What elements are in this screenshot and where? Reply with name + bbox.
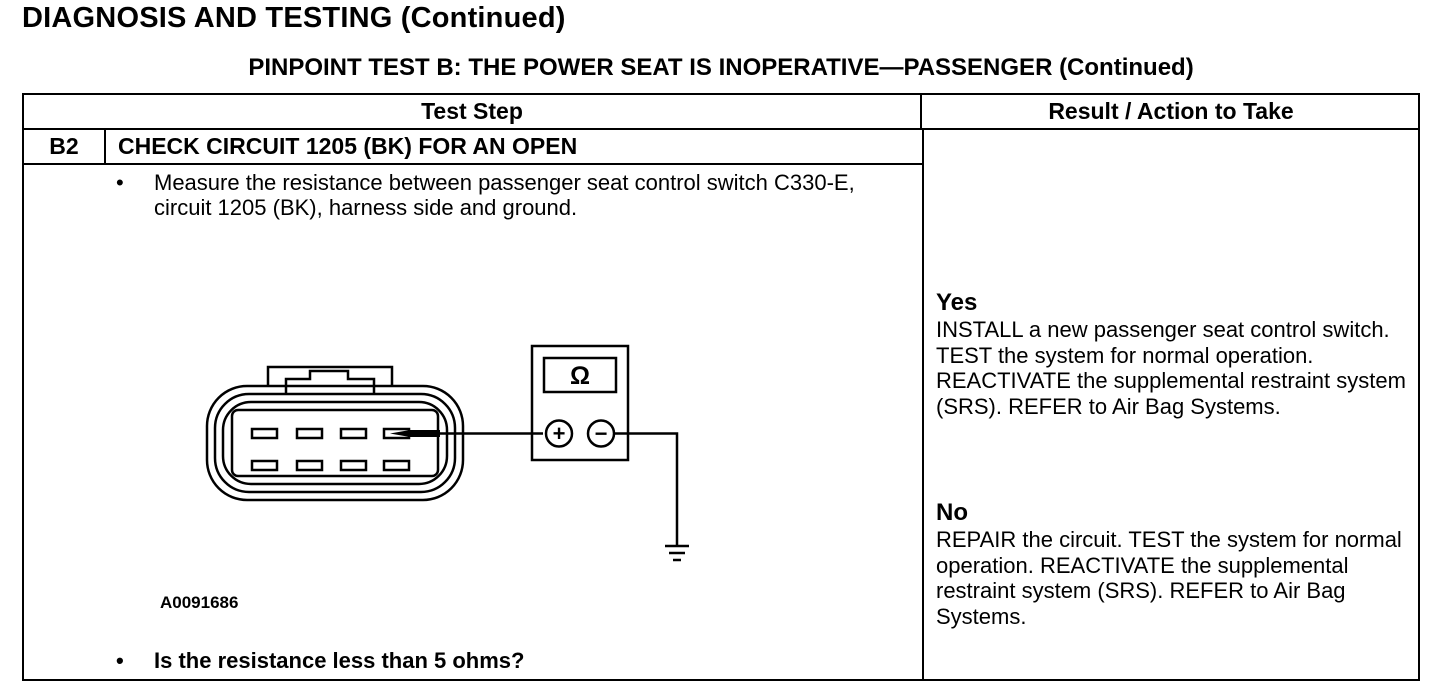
result-yes-label: Yes <box>936 289 978 316</box>
ground-lead <box>614 432 679 546</box>
pin-cavity <box>339 427 368 440</box>
pin-cavity <box>250 459 279 472</box>
connector-shell-ring <box>213 392 457 494</box>
ohmmeter-body <box>530 344 630 462</box>
step-title: CHECK CIRCUIT 1205 (BK) FOR AN OPEN <box>118 133 578 159</box>
connector-cavity-area <box>230 408 440 478</box>
pin-cavity <box>339 459 368 472</box>
question-text: Is the resistance less than 5 ohms? <box>154 648 525 673</box>
bullet-icon: • <box>116 170 124 195</box>
connector-shell-inner <box>221 400 449 486</box>
figure-id: A0091686 <box>160 593 239 612</box>
connector-latch <box>266 365 394 387</box>
ground-symbol-icon <box>665 544 689 562</box>
header-test-step: Test Step <box>24 95 922 130</box>
connector-outer-shell <box>205 384 465 502</box>
ohmmeter-display <box>542 356 618 394</box>
ohm-symbol: Ω <box>570 362 590 390</box>
connector-diagram: Ω + − A0091686 <box>24 95 922 681</box>
pin-cavity <box>295 459 324 472</box>
test-probe <box>390 430 440 437</box>
result-no-text: REPAIR the circuit. TEST the system for … <box>936 527 1402 629</box>
result-yes-text: INSTALL a new passenger seat control swi… <box>936 317 1406 419</box>
positive-terminal-icon <box>544 419 574 448</box>
positive-sign: + <box>553 421 566 446</box>
negative-sign: − <box>595 421 608 446</box>
step-id: B2 <box>24 130 106 163</box>
pin-cavity <box>295 427 324 440</box>
pin-cavity <box>382 459 411 472</box>
bullet-icon: • <box>116 648 124 673</box>
result-no-label: No <box>936 499 968 526</box>
page-title: DIAGNOSIS AND TESTING (Continued) <box>22 2 566 34</box>
instruction-item: • Measure the resistance between passeng… <box>116 170 896 220</box>
ohmmeter-test-illustration: Ω + − <box>205 344 689 562</box>
header-result-action: Result / Action to Take <box>922 95 1420 130</box>
instruction-text: Measure the resistance between passenger… <box>154 170 855 220</box>
pin-cavity <box>250 427 279 440</box>
result-yes: Yes INSTALL a new passenger seat control… <box>936 289 1416 419</box>
column-divider <box>922 128 924 681</box>
question-item: • Is the resistance less than 5 ohms? <box>116 648 896 674</box>
step-row: B2 CHECK CIRCUIT 1205 (BK) FOR AN OPEN <box>24 130 922 165</box>
connector-latch-inner <box>284 369 376 395</box>
result-no: No REPAIR the circuit. TEST the system f… <box>936 499 1416 629</box>
page-subtitle: PINPOINT TEST B: THE POWER SEAT IS INOPE… <box>248 54 1194 81</box>
pinpoint-test-table: Test Step Result / Action to Take B2 CHE… <box>22 93 1420 681</box>
